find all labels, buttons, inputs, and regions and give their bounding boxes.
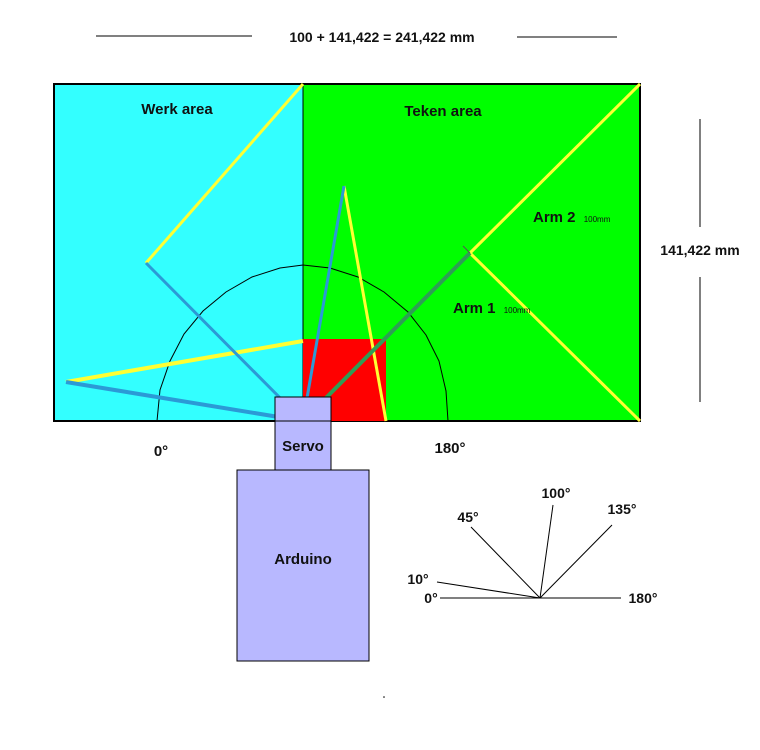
angle-label-180: 180° — [629, 590, 658, 606]
servo-label: Servo — [282, 438, 324, 455]
reach-arc — [156, 264, 449, 422]
arm1-line-left — [65, 380, 304, 423]
angle-label-100: 100° — [542, 485, 571, 501]
arm1-line-upper-left — [144, 261, 305, 423]
arm2-label-text: Arm 2 — [533, 209, 576, 226]
servo-box — [274, 396, 332, 471]
arduino-box — [236, 469, 370, 662]
servo-max-label: 180° — [434, 440, 465, 457]
arduino-label: Arduino — [274, 551, 332, 568]
work-area — [54, 84, 303, 421]
arm2-line-left — [65, 339, 304, 384]
angle-line-45 — [470, 526, 541, 599]
work-area-label: Werk area — [141, 101, 213, 118]
angle-label-45: 45° — [457, 509, 478, 525]
servo-min-label: 0° — [154, 443, 168, 460]
arm2-label: Arm 2 100mm — [533, 209, 611, 226]
arm1-line-right — [301, 251, 472, 423]
arm1-tick — [462, 245, 471, 254]
arm2-line-upper-left — [144, 83, 305, 264]
angle-label-10: 10° — [407, 571, 428, 587]
angle-label-0: 0° — [424, 590, 437, 606]
stray-dot — [383, 696, 385, 698]
angle-line-10 — [436, 581, 541, 599]
arm2-line-upper-right — [468, 82, 642, 255]
arm1-label-text: Arm 1 — [453, 300, 496, 317]
arm2-line-lower-right — [468, 251, 642, 423]
arm2-line-center — [342, 185, 388, 422]
arm1-length: 100mm — [504, 306, 531, 315]
arm1-label: Arm 1 100mm — [453, 300, 531, 317]
angle-legend: 0° 10° 45° 100° 135° 180° — [407, 485, 657, 606]
angle-label-135: 135° — [608, 501, 637, 517]
angle-line-135 — [539, 524, 613, 599]
top-dimension-label: 100 + 141,422 = 241,422 mm — [289, 29, 474, 45]
draw-area-label: Teken area — [404, 103, 482, 120]
arm1-line-center — [301, 185, 346, 422]
right-dimension-label: 141,422 mm — [660, 242, 739, 258]
arm2-length: 100mm — [584, 215, 611, 224]
angle-line-100 — [539, 504, 554, 599]
